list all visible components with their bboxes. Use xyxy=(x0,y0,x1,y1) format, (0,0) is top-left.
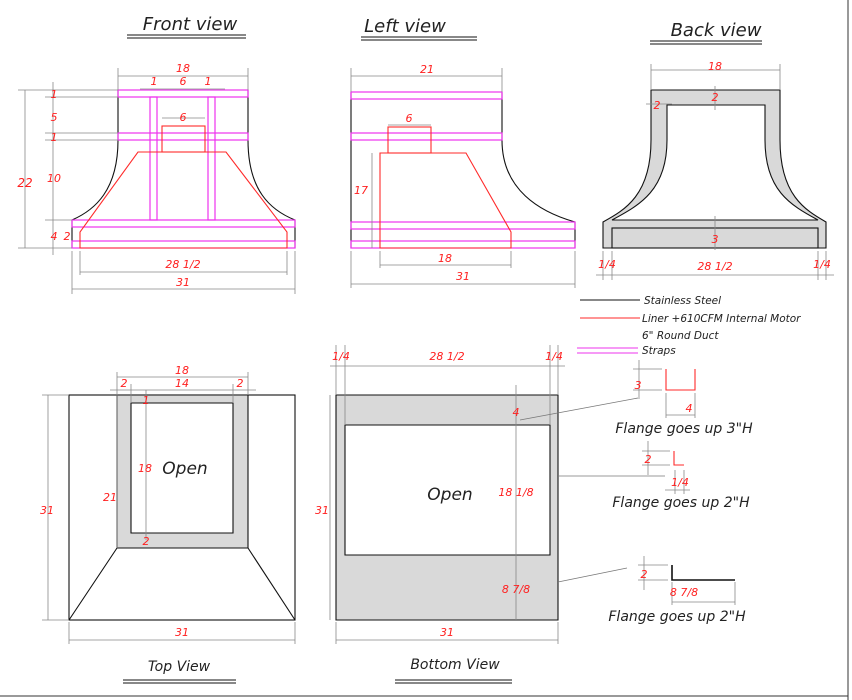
dim-width: 31 xyxy=(456,270,470,283)
dim-edge-left: 1/4 xyxy=(332,350,350,363)
top-view: 18 2 14 2 1 18 Open 21 2 31 31 Top View xyxy=(40,364,296,684)
dim-liner-width: 28 1/2 xyxy=(165,258,200,271)
dim-width-top: 18 xyxy=(175,364,189,377)
dimension-lines xyxy=(596,64,834,280)
flange-label: Flange goes up 2"H xyxy=(608,609,746,625)
flange-height: 2 xyxy=(641,568,648,581)
dim-edge-right: 1/4 xyxy=(545,350,563,363)
dim-gap1: 5 xyxy=(51,111,58,124)
dim-right-edge: 1/4 xyxy=(813,258,831,271)
dim-inner: 14 xyxy=(175,377,189,390)
dim-top-frame: 2 xyxy=(712,91,719,104)
dimension-lines xyxy=(329,345,665,644)
dimension-lines xyxy=(350,68,576,288)
dim-top-width: 18 xyxy=(708,60,722,73)
dim-height-total: 21 xyxy=(103,491,117,504)
dim-width: 31 xyxy=(176,276,190,289)
flange-profile xyxy=(671,565,735,581)
open-label: Open xyxy=(427,485,472,505)
dim-front-strip: 4 xyxy=(513,406,520,419)
legend: Stainless Steel Liner +610CFM Internal M… xyxy=(577,295,801,357)
slope-line xyxy=(68,547,118,621)
top-view-title: Top View xyxy=(148,659,211,675)
dim-base: 3 xyxy=(712,233,719,246)
dim-liner-height: 17 xyxy=(354,184,368,197)
left-view-title: Left view xyxy=(364,16,446,37)
dim-duct-width: 6 xyxy=(406,112,413,125)
dim-strap-gap: 6 xyxy=(180,75,187,88)
dim-opening: 18 1/8 xyxy=(498,486,533,499)
straps xyxy=(71,89,296,249)
dimension-lines xyxy=(18,68,296,294)
flange-height: 3 xyxy=(635,379,642,392)
flange-detail-2: 2 1/4 Flange goes up 2"H xyxy=(612,441,750,511)
dim-frame-top: 1 xyxy=(143,394,150,407)
bottom-panel xyxy=(335,394,559,621)
flange-width: 4 xyxy=(686,402,693,415)
flange-profile xyxy=(665,369,696,391)
back-view-title: Back view xyxy=(671,20,762,41)
dim-width: 31 xyxy=(440,626,454,639)
flange-label: Flange goes up 3"H xyxy=(615,421,753,437)
open-label: Open xyxy=(162,459,207,479)
dim-duct-width: 6 xyxy=(180,111,187,124)
dim-base-strap: 2 xyxy=(64,230,71,243)
flange-profile xyxy=(673,451,684,466)
liner-outline xyxy=(79,151,288,249)
dim-frame-right: 2 xyxy=(237,377,244,390)
dim-inner-width: 28 1/2 xyxy=(697,260,732,273)
dim-liner-width: 18 xyxy=(438,252,452,265)
dim-rear-strip: 8 7/8 xyxy=(502,583,530,596)
dim-strap-left: 1 xyxy=(151,75,158,88)
dim-frame-bottom: 2 xyxy=(143,535,150,548)
legend-straps: Straps xyxy=(642,345,676,357)
legend-stainless-steel: Stainless Steel xyxy=(644,295,721,307)
back-view: Back view 18 2 2 3 1/4 28 1/2 1/4 xyxy=(596,20,834,280)
bottom-view: 1/4 28 1/2 1/4 4 18 1/8 8 7/8 Open 31 31… xyxy=(315,345,665,684)
dim-gap2: 10 xyxy=(47,172,61,185)
dim-top-width: 21 xyxy=(420,63,434,76)
dimension-lines xyxy=(42,372,296,644)
dim-depth: 31 xyxy=(40,504,54,517)
back-panel xyxy=(602,89,827,249)
dim-side-frame: 2 xyxy=(654,99,661,112)
dim-left-edge: 1/4 xyxy=(598,258,616,271)
liner-outline xyxy=(379,152,512,249)
front-view-title: Front view xyxy=(143,14,238,35)
flange-width: 1/4 xyxy=(671,476,689,489)
dim-depth: 31 xyxy=(315,504,329,517)
dim-width: 31 xyxy=(175,626,189,639)
duct-outline xyxy=(387,126,432,154)
dim-strap1: 1 xyxy=(51,88,58,101)
dim-inner-width: 28 1/2 xyxy=(429,350,464,363)
dim-strap-right: 1 xyxy=(205,75,212,88)
slope-line xyxy=(247,547,296,621)
flange-width: 8 7/8 xyxy=(670,586,698,599)
dim-inner-height: 18 xyxy=(138,462,152,475)
dim-base: 4 xyxy=(51,230,58,243)
duct-outline xyxy=(161,125,206,153)
flange-height: 2 xyxy=(645,453,652,466)
dim-top-width: 18 xyxy=(176,62,190,75)
front-view: Front view 18 1 6 1 6 22 1 xyxy=(17,14,296,294)
dim-frame-left: 2 xyxy=(121,377,128,390)
flange-detail-3: 2 8 7/8 Flange goes up 2"H xyxy=(608,556,746,625)
legend-liner: Liner +610CFM Internal Motor xyxy=(642,313,801,325)
left-view: Left view 21 6 17 18 31 xyxy=(350,16,576,288)
flange-label: Flange goes up 2"H xyxy=(612,495,750,511)
legend-round-duct: 6" Round Duct xyxy=(642,330,719,342)
dim-total-height: 22 xyxy=(17,176,32,190)
flange-detail-1: 3 4 Flange goes up 3"H xyxy=(615,360,753,437)
bottom-view-title: Bottom View xyxy=(410,657,500,673)
dim-strap2: 1 xyxy=(51,131,58,144)
